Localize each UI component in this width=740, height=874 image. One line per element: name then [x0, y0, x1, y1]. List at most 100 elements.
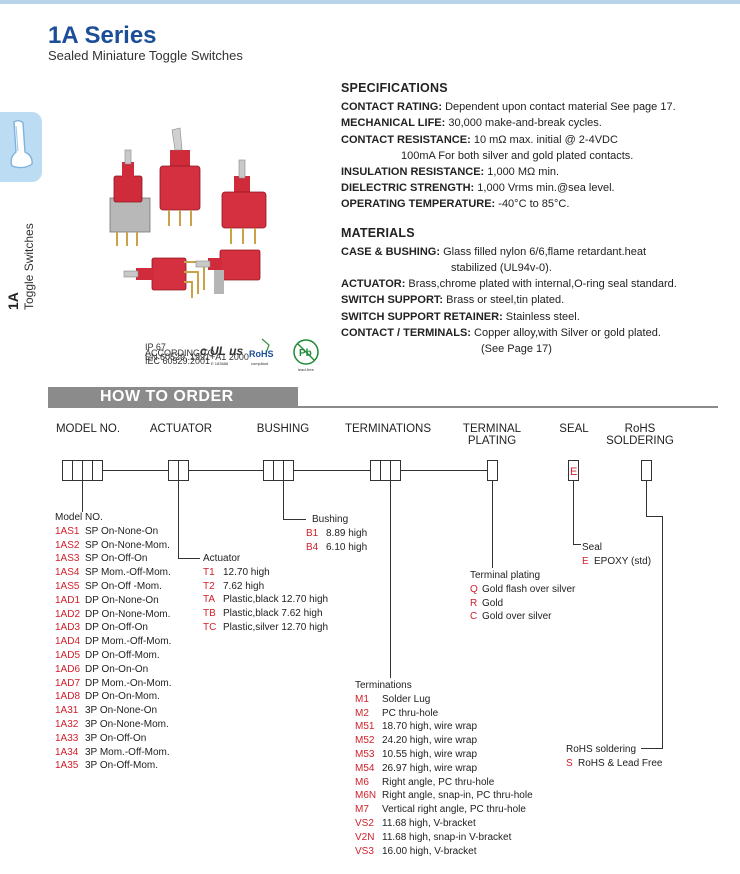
side-tab-text: Toggle Switches — [22, 223, 36, 310]
ip-note-2: EN 60529, 1991+A1 2000 — [145, 352, 249, 362]
spec-line: 100mA For both silver and gold plated co… — [401, 149, 634, 162]
spec-line: DIELECTRIC STRENGTH: 1,000 Vrms min.@sea… — [341, 182, 615, 195]
how-to-order-title: HOW TO ORDER — [100, 388, 234, 405]
plating-list-heading: Terminal plating — [470, 570, 541, 581]
specifications-heading: SPECIFICATIONS — [341, 81, 448, 95]
rohs-list-heading: RoHS soldering — [566, 744, 637, 755]
col-head-plating-2: PLATING — [467, 435, 517, 447]
actuator-list-heading: Actuator — [203, 553, 241, 564]
bushing-list-heading: Bushing — [312, 514, 349, 525]
col-head-rohs-1: RoHS — [624, 423, 656, 435]
svg-text:c UL us: c UL us — [200, 344, 243, 358]
spec-line: OPERATING TEMPERATURE: -40°C to 85°C. — [341, 198, 570, 211]
how-to-order-bar: HOW TO ORDER — [48, 387, 718, 408]
termination-code-box — [380, 460, 391, 481]
product-photo — [109, 127, 267, 298]
termination-code-box — [370, 460, 381, 481]
spec-line: CONTACT RATING: Dependent upon contact m… — [341, 101, 676, 114]
col-head-seal: SEAL — [559, 423, 589, 435]
col-head-terminations: TERMINATIONS — [344, 423, 432, 435]
model-list-heading: Model NO. — [55, 512, 103, 523]
svg-text:RoHS: RoHS — [249, 349, 274, 359]
seal-code-in-box: E — [570, 466, 577, 478]
specifications-block: SPECIFICATIONS CONTACT RATING: Dependent… — [341, 80, 731, 357]
col-head-model: MODEL NO. — [55, 423, 121, 435]
actuator-code-box — [178, 460, 189, 481]
order-code-diagram: E — [62, 460, 663, 749]
ip-rating-mark: IP 67 — [145, 342, 166, 352]
switch-right-angle-1 — [123, 257, 205, 298]
switch-vertical-1 — [109, 149, 151, 246]
lead-free-mark-icon: Pb lead-free — [293, 339, 319, 372]
top-rule — [0, 0, 740, 4]
series-subtitle: Sealed Miniature Toggle Switches — [48, 48, 243, 63]
side-tab-label: 1A Toggle Switches — [5, 200, 37, 310]
ul-mark-icon: c UL us E 183688 — [200, 344, 243, 366]
switch-right-angle-2 — [195, 249, 261, 294]
spec-line: MECHANICAL LIFE: 30,000 make-and-break c… — [341, 117, 602, 130]
switch-vertical-2 — [159, 127, 201, 226]
svg-text:E 183688: E 183688 — [211, 361, 229, 366]
model-code-box — [92, 460, 103, 481]
material-line: SWITCH SUPPORT RETAINER: Stainless steel… — [341, 310, 580, 323]
model-code-box — [82, 460, 93, 481]
bushing-code-box — [273, 460, 284, 481]
svg-text:compliant: compliant — [251, 361, 269, 366]
switch-vertical-3 — [221, 159, 267, 244]
seal-list-heading: Seal — [582, 542, 603, 553]
ip-note-3: IEC 60529:2001 — [145, 356, 210, 366]
termination-code-box — [390, 460, 401, 481]
bushing-code-box — [263, 460, 274, 481]
spec-line: CONTACT RESISTANCE: 10 mΩ max. initial @… — [341, 133, 618, 146]
svg-text:Pb: Pb — [299, 348, 312, 359]
model-code-box — [62, 460, 73, 481]
toggle-switch-icon — [10, 120, 33, 169]
svg-text:lead-free: lead-free — [298, 367, 315, 372]
certification-marks: IP 67 ACCORDING TO EN 60529, 1991+A1 200… — [145, 338, 319, 372]
rohs-mark-icon: RoHS compliant — [249, 338, 274, 366]
rohs-code-box — [641, 460, 652, 481]
ip-note-1: ACCORDING TO — [145, 348, 215, 358]
materials-heading: MATERIALS — [341, 225, 415, 240]
col-head-rohs-2: SOLDERING — [606, 435, 674, 447]
plating-code-box — [487, 460, 498, 481]
